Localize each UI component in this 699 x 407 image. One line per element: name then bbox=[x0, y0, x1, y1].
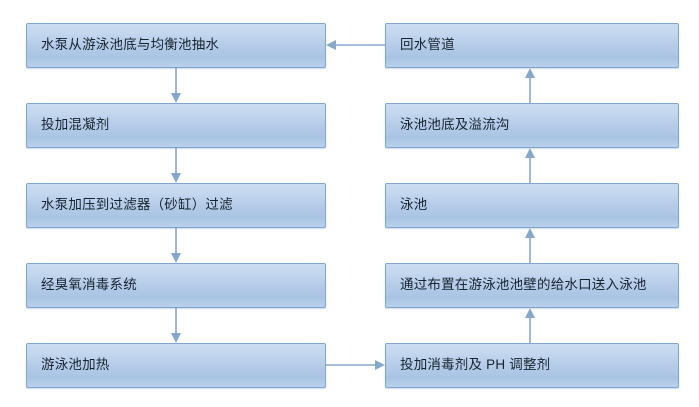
connector-n3-to-n4 bbox=[171, 228, 181, 263]
node-label: 通过布置在游泳池池壁的给水口送入泳池 bbox=[400, 277, 647, 293]
connector-r3-to-r2 bbox=[525, 148, 535, 183]
connector-n2-to-n3 bbox=[171, 148, 181, 183]
connector-n4-to-n5 bbox=[171, 308, 181, 343]
connector-r5-to-r4 bbox=[525, 308, 535, 343]
connector-n5-to-r5 bbox=[326, 360, 385, 370]
node-label: 回水管道 bbox=[400, 37, 455, 53]
connector-r4-to-r3 bbox=[525, 228, 535, 263]
node-pool[interactable]: 泳池 bbox=[385, 183, 679, 228]
node-add-coagulant[interactable]: 投加混凝剂 bbox=[26, 103, 326, 148]
node-pool-heating[interactable]: 游泳池加热 bbox=[26, 343, 326, 388]
node-label: 水泵加压到过滤器（砂缸）过滤 bbox=[41, 197, 233, 213]
node-label: 投加混凝剂 bbox=[41, 117, 110, 133]
node-label: 泳池池底及溢流沟 bbox=[400, 117, 510, 133]
node-pool-bottom-and-overflow-gutter[interactable]: 泳池池底及溢流沟 bbox=[385, 103, 679, 148]
node-ozone-disinfection[interactable]: 经臭氧消毒系统 bbox=[26, 263, 326, 308]
node-pump-from-pool-bottom[interactable]: 水泵从游泳池底与均衡池抽水 bbox=[26, 23, 326, 68]
connector-r2-to-r1 bbox=[525, 68, 535, 103]
node-label: 游泳池加热 bbox=[41, 357, 110, 373]
node-return-water-pipe[interactable]: 回水管道 bbox=[385, 23, 679, 68]
node-label: 泳池 bbox=[400, 197, 428, 213]
node-label: 水泵从游泳池底与均衡池抽水 bbox=[41, 37, 220, 53]
node-pump-pressurize-filter[interactable]: 水泵加压到过滤器（砂缸）过滤 bbox=[26, 183, 326, 228]
node-label: 投加消毒剂及 PH 调整剂 bbox=[400, 357, 551, 373]
node-supply-inlets-on-pool-wall[interactable]: 通过布置在游泳池池壁的给水口送入泳池 bbox=[385, 263, 679, 308]
node-label: 经臭氧消毒系统 bbox=[41, 277, 137, 293]
connector-n1-to-n2 bbox=[171, 68, 181, 103]
connector-r1-to-n1 bbox=[326, 40, 385, 50]
node-add-disinfectant-and-ph-adjuster[interactable]: 投加消毒剂及 PH 调整剂 bbox=[385, 343, 679, 388]
